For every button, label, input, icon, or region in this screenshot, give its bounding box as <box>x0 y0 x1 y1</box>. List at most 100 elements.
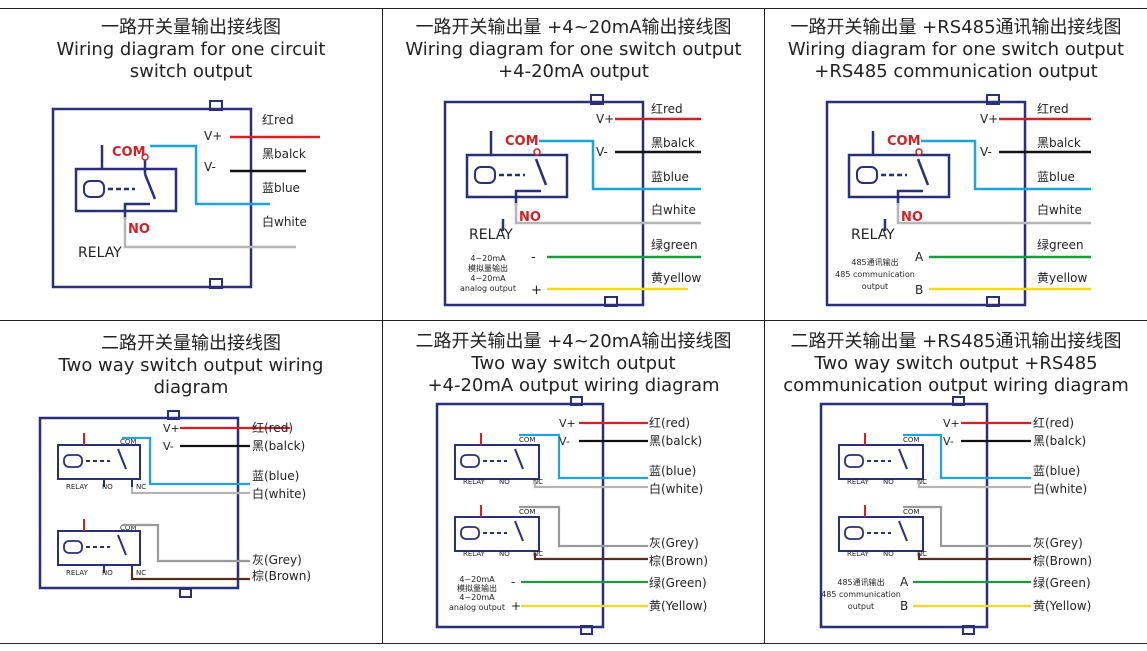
wire-lines <box>519 421 648 608</box>
wire-label-red: 红(red) <box>649 415 690 430</box>
analog-label: analog output <box>449 603 505 612</box>
top-tab <box>590 94 604 105</box>
plus-label: + <box>511 599 521 613</box>
title-line: Wiring diagram for one switch output <box>405 39 742 60</box>
title-line: +RS485 communication output <box>814 61 1098 82</box>
wiring-diagram: V+ V- COM NO RELAY A B 485通讯输出 485 commu… <box>825 94 1091 307</box>
title-line: Wiring diagram for one circuit <box>56 39 326 60</box>
wire-label-brown: 棕(Brown) <box>1033 553 1092 568</box>
title-line: Two way switch output <box>471 353 676 374</box>
wire-label-white: 白white <box>1037 202 1082 217</box>
wire-label-grey: 灰(Grey) <box>649 536 699 550</box>
top-tab <box>986 94 1000 105</box>
relay-coil-icon <box>474 166 496 184</box>
title-line: communication output wiring diagram <box>783 375 1129 396</box>
rs485-label: output <box>848 602 874 611</box>
wire-label-red: 红red <box>262 112 294 127</box>
wire-label-yellow: 黄(Yellow) <box>1033 599 1091 613</box>
com-label: COM <box>887 134 921 149</box>
wire-label-blue: 蓝(blue) <box>252 469 299 483</box>
wire-label-red: 红(red) <box>252 420 293 435</box>
relay-coil-icon <box>63 454 83 468</box>
relay-label: RELAY <box>78 245 122 261</box>
wire-label-blue: 蓝(blue) <box>649 464 696 478</box>
nc-label: NC <box>533 478 543 486</box>
no-label: NO <box>499 550 510 558</box>
title-line: switch output <box>129 61 253 82</box>
vminus-label: V- <box>980 145 992 159</box>
wire-white <box>514 203 701 225</box>
wire-blue <box>122 436 250 486</box>
wire-label-red: 红red <box>651 101 683 116</box>
analog-label: 模拟量输出 <box>468 263 508 273</box>
relay-body <box>454 444 540 480</box>
no-label: NO <box>102 569 113 577</box>
device-box <box>443 100 645 307</box>
no-label: NO <box>901 210 923 225</box>
wire-grey <box>903 505 1031 548</box>
analog-label: analog output <box>460 284 516 293</box>
wire-label-yellow: 黄yellow <box>1037 271 1087 285</box>
panel-title: 一路开关输出量 +RS485通讯输出接线图 Wiring diagram for… <box>765 17 1147 83</box>
analog-label: 4~20mA <box>459 575 495 584</box>
nc-label: NC <box>917 550 927 558</box>
com-label: COM <box>505 134 539 149</box>
relay-body <box>838 444 924 480</box>
wire-label-white: 白(white) <box>1033 481 1087 496</box>
wire-blue <box>150 144 270 206</box>
wire-label-yellow: 黄yellow <box>651 271 701 285</box>
vplus-label: V+ <box>559 417 576 430</box>
wire-label-black: 黑balck <box>1037 136 1081 150</box>
relay-coil-icon <box>460 454 480 468</box>
nc-label: NC <box>136 483 146 491</box>
vminus-label: V- <box>596 145 608 159</box>
wire-label-white: 白(white) <box>252 486 306 501</box>
device-box <box>435 402 605 629</box>
wire-label-green: 绿green <box>1037 237 1084 252</box>
title-line: 二路开关量输出接线图 <box>101 333 281 354</box>
title-line: diagram <box>153 377 229 398</box>
wiring-diagram: V+ V- COM NO RELAY 红red 黑balck 蓝blue 白wh… <box>51 100 320 289</box>
relay-coil-icon <box>460 526 480 540</box>
com-terminal <box>915 148 923 156</box>
rs485-label: 485通讯输出 <box>851 257 898 267</box>
relay-coil-icon <box>844 454 864 468</box>
top-border <box>0 8 1147 9</box>
vplus-label: V+ <box>980 112 998 126</box>
com-label: COM <box>120 438 136 446</box>
com-label: COM <box>112 145 146 160</box>
vminus-label: V- <box>204 160 216 174</box>
rs485-b-label: B <box>900 599 908 613</box>
wire-label-blue: 蓝(blue) <box>1033 464 1080 478</box>
wire-white <box>896 203 1091 225</box>
relay-label: RELAY <box>463 550 486 558</box>
wire-label-white: 白(white) <box>649 481 703 496</box>
wire-label-brown: 棕(Brown) <box>649 553 708 568</box>
wire-blue <box>903 433 1031 480</box>
wire-label-yellow: 黄(Yellow) <box>649 599 707 613</box>
wire-brown <box>130 573 250 581</box>
relay-coil-icon <box>83 180 105 198</box>
wire-label-grey: 灰(Grey) <box>1033 536 1083 550</box>
com-label: COM <box>120 524 136 532</box>
wire-grey <box>122 523 250 563</box>
minus-label: - <box>511 575 515 589</box>
panel-one-circuit: 一路开关量输出接线图 Wiring diagram for one circui… <box>0 9 382 320</box>
wire-grey <box>519 505 648 548</box>
wire-label-green: 绿green <box>651 237 698 252</box>
analog-label: 4~20mA <box>459 593 495 602</box>
vminus-label: V- <box>943 435 954 448</box>
wire-label-blue: 蓝blue <box>651 170 689 184</box>
relay-label: RELAY <box>851 227 895 243</box>
middle-divider <box>0 320 1147 321</box>
panel-title: 二路开关输出量 +4~20mA输出接线图 Two way switch outp… <box>383 331 764 397</box>
panel-one-switch-4-20ma: 一路开关输出量 +4~20mA输出接线图 Wiring diagram for … <box>383 9 764 320</box>
title-line: 二路开关输出量 +4~20mA输出接线图 <box>415 331 732 352</box>
wire-label-brown: 棕(Brown) <box>252 568 311 583</box>
panel-title: 二路开关量输出接线图 Two way switch output wiring … <box>0 333 382 399</box>
wire-label-black: 黑balck <box>651 136 695 150</box>
relay-coil-icon <box>63 540 83 554</box>
wire-label-grey: 灰(Grey) <box>252 553 302 567</box>
wire-blue <box>921 139 1091 191</box>
vplus-label: V+ <box>163 422 180 435</box>
